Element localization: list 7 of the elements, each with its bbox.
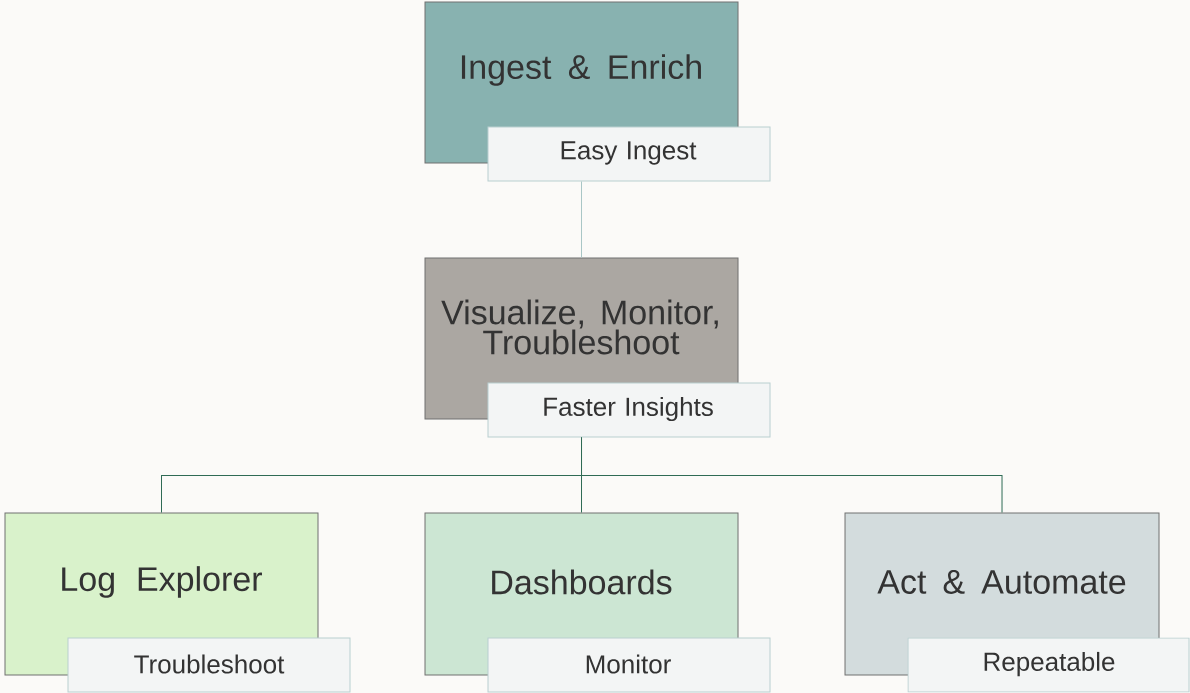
tab-box: Easy Ingest (487, 126, 771, 182)
connector-line (581, 437, 1003, 513)
tab-box: Faster Insights (487, 382, 771, 438)
connector-line (581, 181, 582, 258)
tab-box: Troubleshoot (67, 637, 351, 693)
tab-box: Repeatable (907, 637, 1190, 693)
tab-box: Monitor (487, 637, 771, 693)
